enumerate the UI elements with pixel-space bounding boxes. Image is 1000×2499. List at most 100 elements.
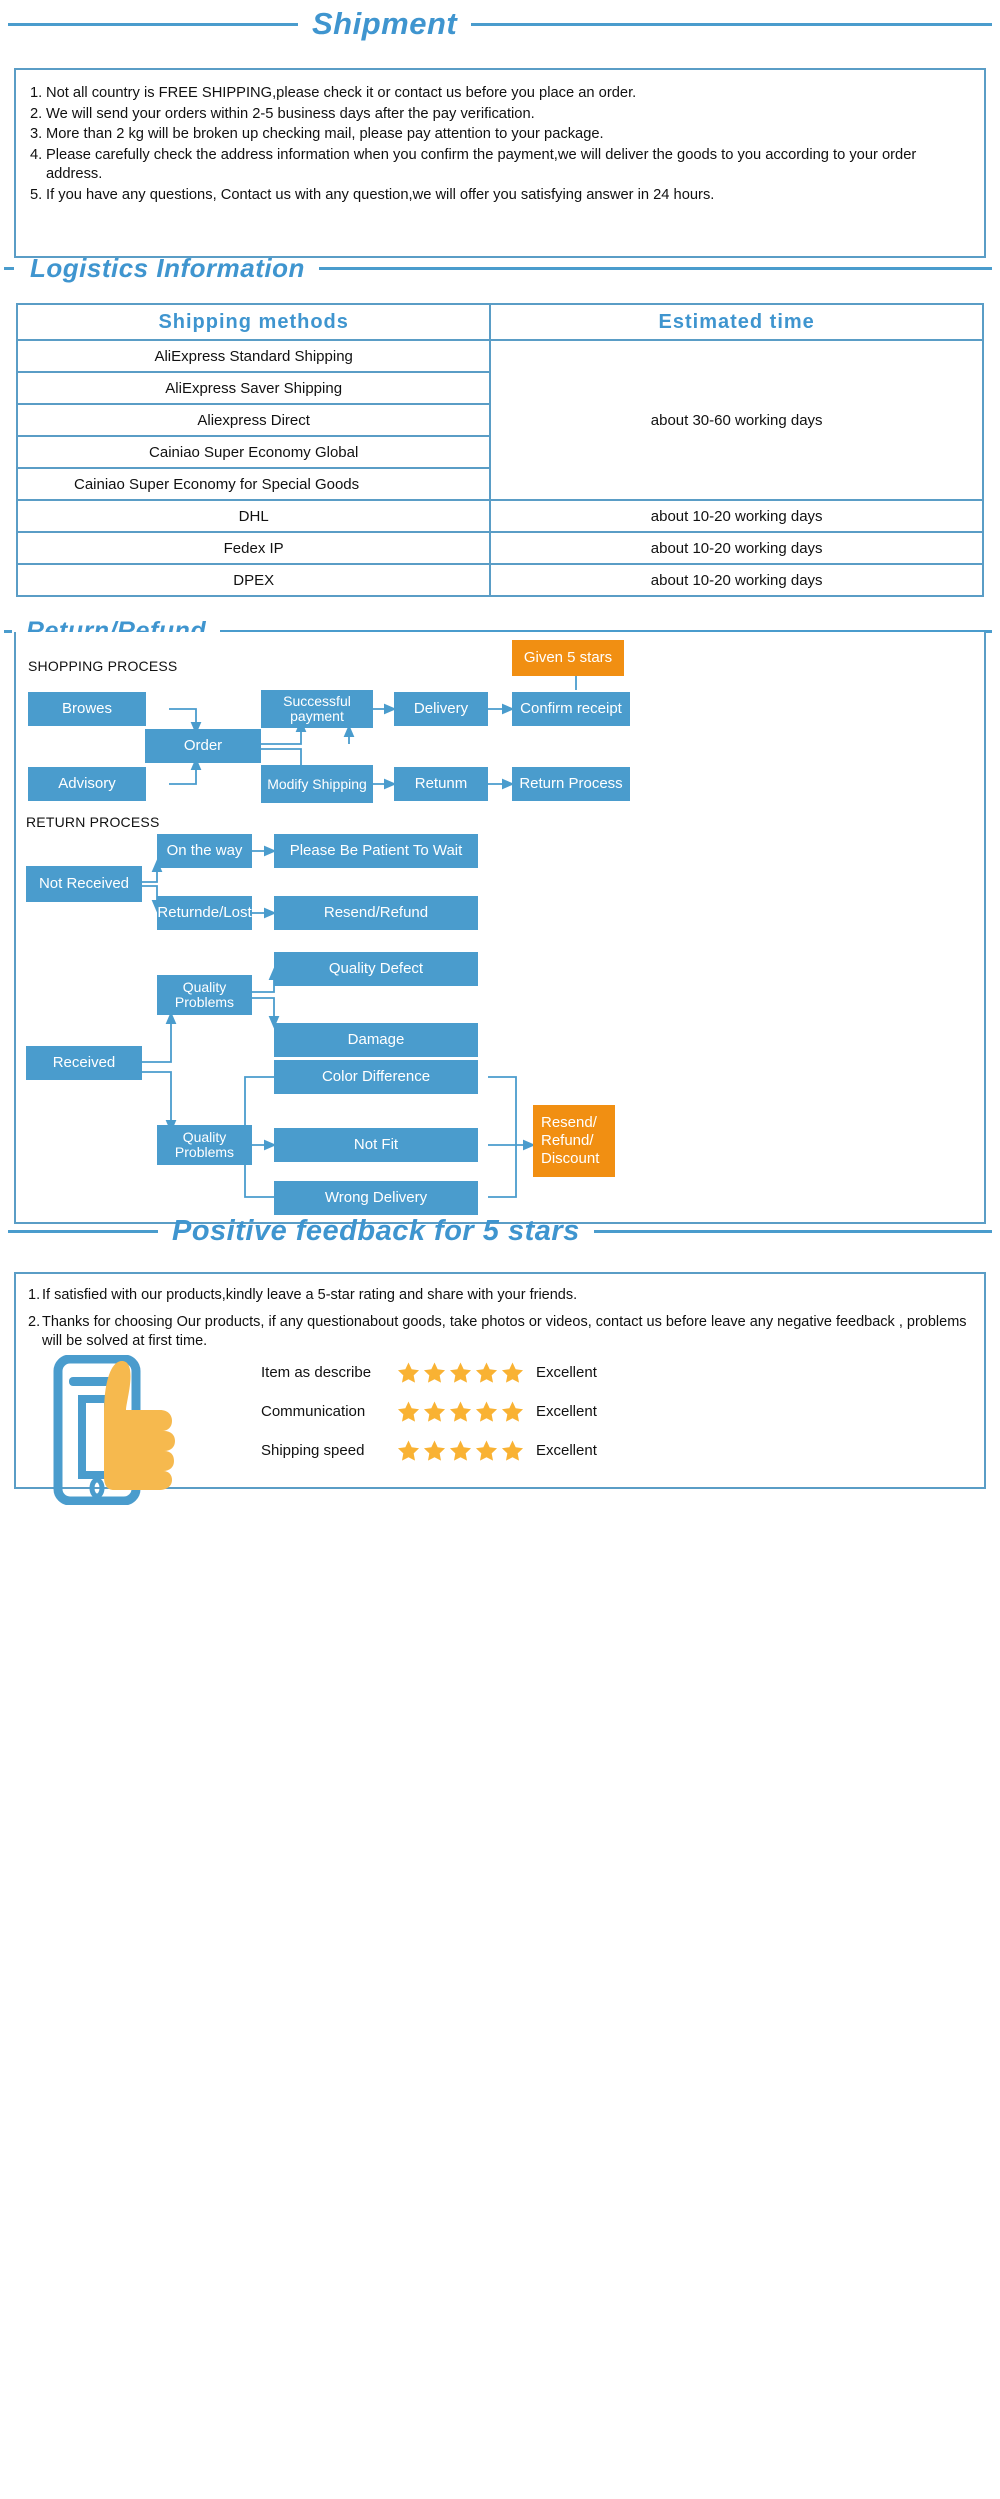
item-number: 1. <box>30 85 43 101</box>
item-text: Thanks for choosing Our products, if any… <box>42 1313 967 1349</box>
table-row: Fedex IP about 10-20 working days <box>15 531 984 565</box>
list-item: 1. Not all country is FREE SHIPPING,plea… <box>30 84 968 104</box>
node-color-difference: Color Difference <box>274 1060 478 1094</box>
star-icon <box>449 1361 472 1383</box>
node-advisory: Advisory <box>28 767 146 801</box>
header-rule-right <box>471 22 992 26</box>
feedback-panel: 1. If satisfied with our products,kindly… <box>14 1272 986 1505</box>
column-header-estimated-time: Estimated time <box>489 303 984 341</box>
list-item: 4. Please carefully check the address in… <box>30 146 968 185</box>
node-please-be-patient: Please Be Patient To Wait <box>274 834 478 868</box>
star-icon <box>449 1400 472 1422</box>
item-text: We will send your orders within 2-5 busi… <box>46 105 535 122</box>
rating-value: Excellent <box>536 1402 597 1420</box>
item-text: Please carefully check the address infor… <box>46 146 917 183</box>
shopping-process-caption: SHOPPING PROCESS <box>28 658 178 674</box>
table-row: AliExpress Standard Shipping about 30-60… <box>15 339 984 501</box>
cell-method: DPEX <box>15 563 492 597</box>
logistics-section-header: Logistics Information <box>0 253 1000 284</box>
logistics-title: Logistics Information <box>30 253 305 283</box>
node-confirm-receipt: Confirm receipt <box>512 692 630 726</box>
item-text: Not all country is FREE SHIPPING,please … <box>46 85 637 101</box>
item-text: If satisfied with our products,kindly le… <box>42 1287 578 1303</box>
node-quality-defect: Quality Defect <box>274 952 478 986</box>
item-number: 2. <box>28 1313 41 1330</box>
feedback-illustration-area: Item as describe Excellent Communication <box>16 1354 984 1505</box>
item-number: 4. <box>30 146 43 163</box>
item-number: 3. <box>30 126 43 143</box>
header-rule-right <box>593 1230 992 1233</box>
list-item: 2. Thanks for choosing Our products, if … <box>28 1313 968 1351</box>
list-item: 1. If satisfied with our products,kindly… <box>28 1286 968 1305</box>
list-item: 3. More than 2 kg will be broken up chec… <box>30 125 968 145</box>
node-quality-problems-2: Quality Problems <box>157 1125 252 1165</box>
cell-method: Fedex IP <box>15 531 492 565</box>
star-icon <box>475 1361 498 1383</box>
rating-label: Communication <box>261 1402 366 1420</box>
feedback-list: 1. If satisfied with our products,kindly… <box>16 1274 984 1351</box>
table-row: Cainiao Super Economy for Special Goods <box>15 467 983 501</box>
return-flow-area: SHOPPING PROCESS Given 5 stars Browes Or… <box>16 632 988 1224</box>
thumbs-up-phone-icon <box>53 1354 175 1505</box>
cell-method: Cainiao Super Economy Global <box>15 435 492 469</box>
rating-row: Shipping speed Excellent <box>261 1431 597 1470</box>
list-item: 2. We will send your orders within 2-5 b… <box>30 105 968 125</box>
header-rule-left <box>8 1230 158 1233</box>
star-icon <box>501 1361 524 1383</box>
cell-time-grouped: about 30-60 working days <box>489 339 984 501</box>
node-browes: Browes <box>28 692 146 726</box>
item-text: If you have any questions, Contact us wi… <box>46 186 715 203</box>
feedback-title: Positive feedback for 5 stars <box>172 1215 580 1247</box>
return-process-caption: RETURN PROCESS <box>26 814 160 830</box>
star-rating <box>397 1439 524 1462</box>
header-rule-right <box>318 267 992 270</box>
star-icon <box>449 1439 472 1461</box>
node-resend-refund-discount: Resend/ Refund/ Discount <box>533 1105 615 1177</box>
rating-row: Item as describe Excellent <box>261 1353 597 1392</box>
cell-method: AliExpress Saver Shipping <box>15 371 492 405</box>
cell-method: DHL <box>15 499 492 533</box>
star-icon <box>397 1439 420 1461</box>
star-icon <box>501 1439 524 1461</box>
rating-value: Excellent <box>536 1441 597 1459</box>
node-order: Order <box>145 729 261 763</box>
feedback-section-header: Positive feedback for 5 stars <box>0 1215 1000 1248</box>
cell-time: about 10-20 working days <box>489 499 984 533</box>
star-icon <box>501 1400 524 1422</box>
node-not-received: Not Received <box>26 866 142 902</box>
cell-method: AliExpress Standard Shipping <box>15 339 492 373</box>
table-row: DHL about 10-20 working days <box>15 499 984 533</box>
return-panel: SHOPPING PROCESS Given 5 stars Browes Or… <box>14 632 986 1224</box>
flow-connectors <box>142 659 582 1198</box>
node-returnde-lost: Returnde/Lost <box>157 896 252 930</box>
item-number: 2. <box>30 105 43 122</box>
node-on-the-way: On the way <box>157 834 252 868</box>
node-returnm: Retunm <box>394 767 488 801</box>
node-not-fit: Not Fit <box>274 1128 478 1162</box>
rating-row: Communication Excellent <box>261 1392 597 1431</box>
logistics-table: Shipping methods Estimated time AliExpre… <box>15 303 984 597</box>
star-rating <box>397 1400 524 1423</box>
shipment-list: 1. Not all country is FREE SHIPPING,plea… <box>16 70 984 205</box>
star-icon <box>397 1361 420 1383</box>
star-icon <box>475 1439 498 1461</box>
star-icon <box>475 1400 498 1422</box>
table-row: DPEX about 10-20 working days <box>15 563 984 597</box>
table-row: Cainiao Super Economy Global <box>15 435 983 469</box>
item-number: 1. <box>28 1287 41 1303</box>
rating-value: Excellent <box>536 1363 597 1381</box>
rating-label: Item as describe <box>261 1363 372 1381</box>
node-resend-refund: Resend/Refund <box>274 896 478 930</box>
star-icon <box>397 1400 420 1422</box>
node-delivery: Delivery <box>394 692 488 726</box>
cell-time: about 10-20 working days <box>489 563 984 597</box>
node-given-5-stars: Given 5 stars <box>512 640 624 676</box>
star-icon <box>423 1400 446 1422</box>
star-icon <box>423 1439 446 1461</box>
node-received: Received <box>26 1046 142 1080</box>
shipment-panel: 1. Not all country is FREE SHIPPING,plea… <box>14 68 986 258</box>
column-header-shipping-methods: Shipping methods <box>15 303 492 341</box>
node-return-process: Return Process <box>512 767 630 801</box>
item-number: 5. <box>30 186 43 203</box>
cell-method: Cainiao Super Economy for Special Goods <box>15 467 492 501</box>
